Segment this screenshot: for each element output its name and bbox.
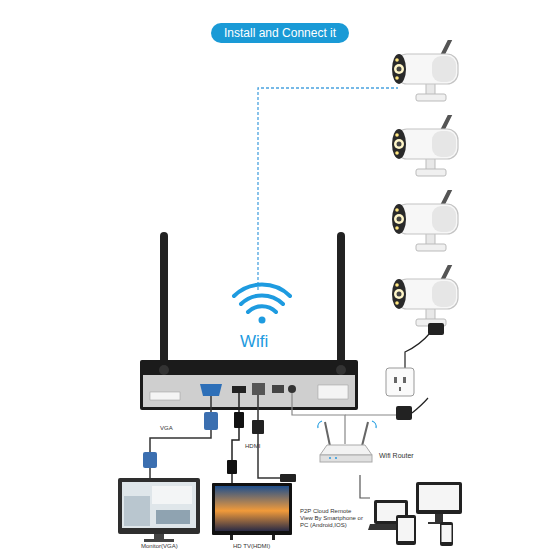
cable-label: HDMI (245, 443, 260, 450)
router-device: Wifi Router (315, 420, 375, 475)
tv-device: HD TV(HDMI) (206, 481, 298, 550)
wifi-label: Wifi (240, 333, 268, 352)
remote-view-label: P2P Cloud Remote View By Smartphone or P… (300, 508, 364, 529)
tv-label: HD TV(HDMI) (233, 543, 270, 550)
router-label: Wifi Router (379, 452, 414, 460)
monitor-device: Monitor(VGA) (112, 476, 206, 550)
cable-label: VGA (160, 425, 173, 432)
title-pill: Install and Connect it (211, 23, 349, 43)
cable-connector (360, 475, 370, 498)
remote-devices: P2P Cloud Remote View By Smartphone or P… (370, 478, 465, 550)
monitor-label: Monitor(VGA) (141, 543, 178, 550)
